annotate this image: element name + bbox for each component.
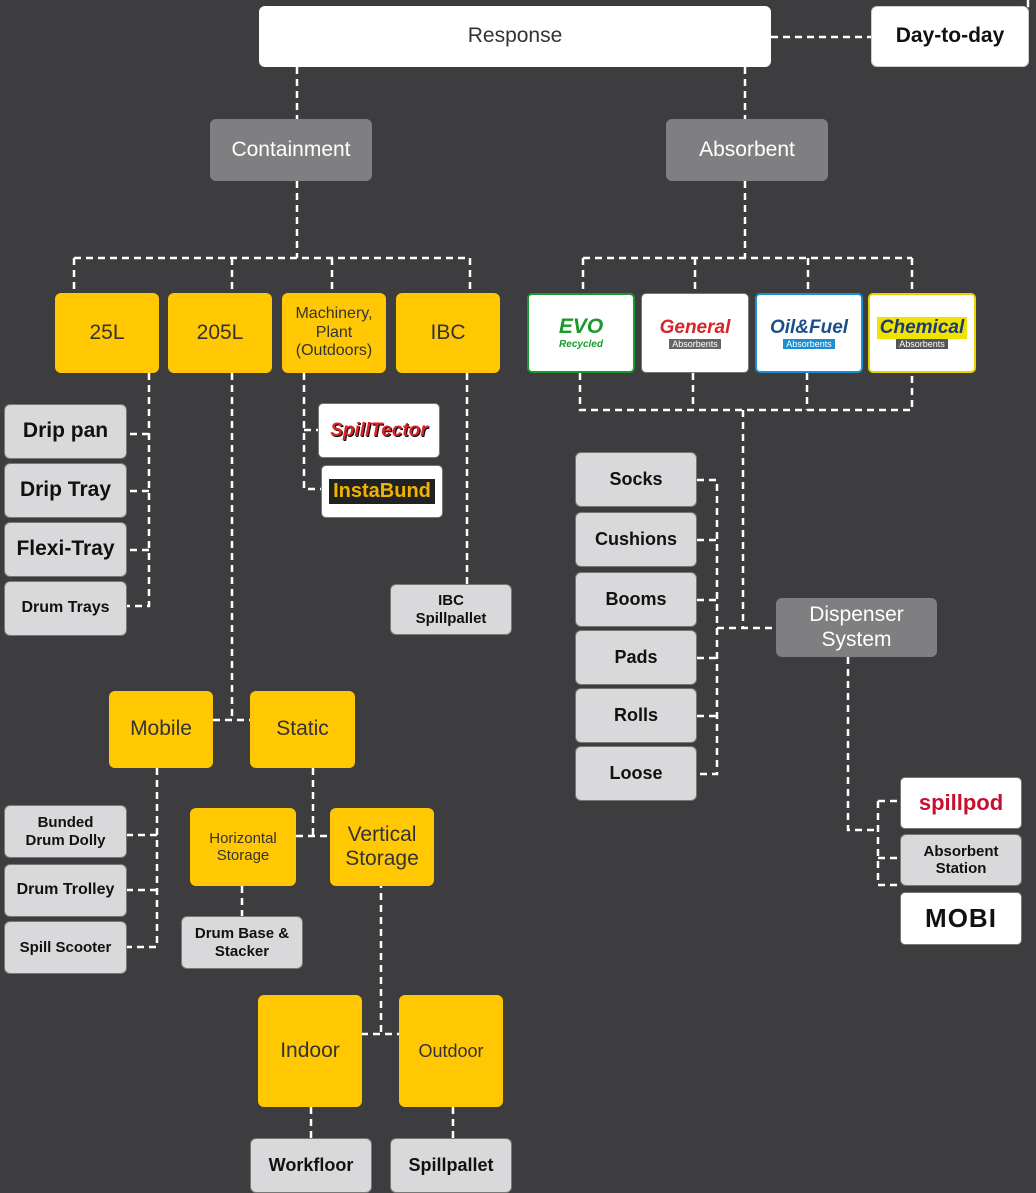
general-sub-text: Absorbents <box>669 338 721 350</box>
evo-text: EVO <box>558 315 604 339</box>
ibc-spillpallet: IBC Spillpallet <box>390 584 512 635</box>
spillpallet: Spillpallet <box>390 1138 512 1193</box>
general-absorbents-logo: General Absorbents <box>641 293 749 373</box>
containment-node: Containment <box>210 119 372 181</box>
response-node: Response <box>259 6 771 67</box>
socks: Socks <box>575 452 697 507</box>
spilltector-text: SpillTector <box>330 419 428 441</box>
general-text: General <box>659 316 731 338</box>
absorbent-node: Absorbent <box>666 119 828 181</box>
oil-fuel-text: Oil&Fuel <box>769 316 849 338</box>
size-205l: 205L <box>168 293 272 373</box>
bunded-drum-dolly: Bunded Drum Dolly <box>4 805 127 858</box>
horizontal-storage: Horizontal Storage <box>190 808 296 886</box>
rolls: Rolls <box>575 688 697 743</box>
oil-fuel-sub-text: Absorbents <box>783 338 835 350</box>
vertical-storage: Vertical Storage <box>330 808 434 886</box>
day-to-day-node: Day-to-day <box>871 6 1029 67</box>
size-machinery: Machinery, Plant (Outdoors) <box>282 293 386 373</box>
dispenser-system-node: Dispenser System <box>776 598 937 657</box>
instabund-text: InstaBund <box>329 479 435 504</box>
booms: Booms <box>575 572 697 627</box>
size-25l: 25L <box>55 293 159 373</box>
drip-tray: Drip Tray <box>4 463 127 518</box>
chemical-sub-text: Absorbents <box>896 338 948 350</box>
drip-pan: Drip pan <box>4 404 127 459</box>
oil-fuel-absorbents-logo: Oil&Fuel Absorbents <box>755 293 863 373</box>
flexi-tray: Flexi-Tray <box>4 522 127 577</box>
spill-scooter: Spill Scooter <box>4 921 127 974</box>
pads: Pads <box>575 630 697 685</box>
drum-trolley: Drum Trolley <box>4 864 127 917</box>
connector-lines <box>72 0 1030 1138</box>
drum-base-stacker: Drum Base & Stacker <box>181 916 303 969</box>
outdoor-node: Outdoor <box>399 995 503 1107</box>
workfloor: Workfloor <box>250 1138 372 1193</box>
evo-recycled-logo: EVO Recycled <box>527 293 635 373</box>
absorbent-station: Absorbent Station <box>900 834 1022 886</box>
chemical-absorbents-logo: Chemical Absorbents <box>868 293 976 373</box>
spillpod-logo: spillpod <box>900 777 1022 829</box>
indoor-node: Indoor <box>258 995 362 1107</box>
size-ibc: IBC <box>396 293 500 373</box>
static-node: Static <box>250 691 355 768</box>
mobi-logo: MOBI <box>900 892 1022 945</box>
spillpod-text: spillpod <box>918 790 1004 816</box>
cushions: Cushions <box>575 512 697 567</box>
instabund-logo: InstaBund <box>321 465 443 518</box>
spilltector-logo: SpillTector <box>318 403 440 458</box>
evo-sub-text: Recycled <box>559 339 603 351</box>
mobile-node: Mobile <box>109 691 213 768</box>
chemical-text: Chemical <box>876 316 968 339</box>
drum-trays: Drum Trays <box>4 581 127 636</box>
loose: Loose <box>575 746 697 801</box>
mobi-text: MOBI <box>925 902 997 933</box>
